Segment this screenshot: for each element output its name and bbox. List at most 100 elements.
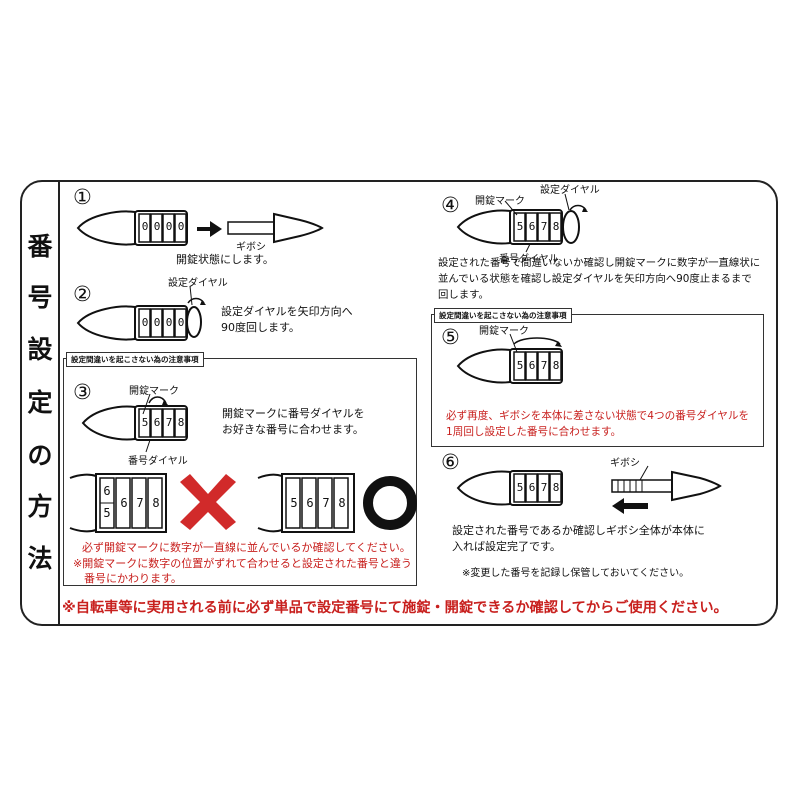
step-4-dial-digits: 5 6 7 8: [514, 220, 562, 233]
dial-digit: 7: [322, 496, 330, 510]
dial-digit: 7: [540, 359, 548, 372]
step-5-number: ⑤: [441, 325, 460, 349]
text-line: 設定された番号であるか確認しギボシ全体が本体に: [452, 524, 705, 537]
dial-digit: 5: [141, 416, 149, 429]
sidebar-title-char: 方: [27, 492, 53, 521]
dial-digit: 8: [552, 359, 560, 372]
wrong-digits: 6 7 8: [116, 496, 164, 510]
text-line: 設定された番号で間違いないか確認し開錠マークに数字が一直線状に: [438, 257, 761, 269]
step-5-note-title: 設定間違いを起こさない為の注意事項: [434, 308, 572, 323]
dial-digit: 0: [165, 220, 173, 233]
instruction-frame: [20, 180, 778, 626]
step-1-text: 開錠状態にします。: [176, 253, 274, 266]
step-4-number: ④: [441, 193, 460, 217]
text-line: お好きな番号に合わせます。: [222, 423, 364, 436]
step-3-number: ③: [73, 380, 92, 404]
text-line: 回します。: [438, 289, 489, 301]
footer-warning: ※自転車等に実用される前に必ず単品で設定番号にて施錠・開錠できるか確認してからご…: [62, 600, 728, 616]
step-2-number: ②: [73, 282, 92, 306]
sidebar-title-char: の: [27, 441, 53, 470]
dial-digit: 0: [165, 316, 173, 329]
step-6-dial-digits: 5 6 7 8: [514, 481, 562, 494]
step-5-note-box: [431, 314, 764, 447]
dial-digit: 0: [177, 220, 185, 233]
dial-digit: 6: [528, 220, 536, 233]
step-6-memo: ※変更した番号を記録し保管しておいてください。: [462, 568, 690, 579]
number-dial-label: 番号ダイヤル: [128, 456, 188, 467]
step-5-dial-digits: 5 6 7 8: [514, 359, 562, 372]
step-3-warning-3: 番号にかわります。: [84, 572, 182, 585]
unlock-mark-label: 開錠マーク: [479, 326, 529, 337]
step-4-text: 設定された番号で間違いないか確認し開錠マークに数字が一直線状に 並んでいる状態を…: [438, 255, 760, 303]
unlock-mark-label: 開錠マーク: [475, 196, 525, 207]
dial-digit: 0: [141, 316, 149, 329]
dial-digit: 8: [177, 416, 185, 429]
sidebar-title-char: 法: [27, 544, 53, 573]
dial-digit: 8: [152, 496, 160, 510]
step-3-note-title: 設定間違いを起こさない為の注意事項: [66, 352, 204, 367]
dial-digit: 5: [516, 481, 524, 494]
dial-digit: 0: [177, 316, 185, 329]
wrong-top-digit: 6: [103, 484, 111, 498]
dial-digit: 8: [552, 220, 560, 233]
setting-dial-label: 設定ダイヤル: [540, 185, 600, 196]
step-6-text: 設定された番号であるか確認しギボシ全体が本体に 入れば設定完了です。: [452, 523, 705, 555]
correct-digits: 5 6 7 8: [286, 496, 350, 510]
dial-digit: 5: [516, 359, 524, 372]
text-line: 開錠マークに番号ダイヤルを: [222, 407, 365, 420]
step-2-dial-digits: 0 0 0 0: [139, 316, 187, 329]
dial-digit: 0: [141, 220, 149, 233]
step-1-dial-digits: 0 0 0 0: [139, 220, 187, 233]
number-dial-label: 番号ダイヤル: [499, 254, 559, 265]
step-2-text: 設定ダイヤルを矢印方向へ 90度回します。: [221, 304, 353, 336]
sidebar-divider: [58, 182, 60, 624]
step-3-note-box: [63, 358, 417, 586]
dial-digit: 8: [552, 481, 560, 494]
wrong-bottom-digit: 5: [103, 506, 111, 520]
sidebar-title-char: 定: [27, 388, 53, 417]
warning-line: 必ず再度、ギボシを本体に差さない状態で4つの番号ダイヤルを: [446, 410, 750, 422]
unlock-mark-label: 開錠マーク: [129, 386, 179, 397]
sidebar-title-char: 号: [27, 283, 53, 312]
step-3-dial-digits: 5 6 7 8: [139, 416, 187, 429]
step-3-warning-1: 必ず開錠マークに数字が一直線に並んでいるか確認してください。: [82, 541, 411, 554]
sidebar-title-char: 番: [27, 232, 53, 261]
dial-digit: 7: [165, 416, 173, 429]
gibosi-label: ギボシ: [610, 458, 640, 469]
dial-digit: 8: [338, 496, 346, 510]
dial-digit: 7: [540, 481, 548, 494]
text-line: 入れば設定完了です。: [452, 540, 561, 553]
dial-digit: 7: [540, 220, 548, 233]
dial-digit: 0: [153, 220, 161, 233]
dial-digit: 6: [528, 359, 536, 372]
step-3-warning-2: ※開錠マークに数字の位置がずれて合わせると設定された番号と違う: [73, 557, 412, 570]
text-line: 設定ダイヤルを矢印方向へ: [221, 305, 353, 318]
step-5-warning: 必ず再度、ギボシを本体に差さない状態で4つの番号ダイヤルを 1周回し設定した番号…: [446, 408, 749, 440]
dial-digit: 7: [136, 496, 144, 510]
dial-digit: 6: [120, 496, 128, 510]
dial-digit: 6: [528, 481, 536, 494]
text-line: 並んでいる状態を確認し設定ダイヤルを矢印方向へ90度止まるまで: [438, 273, 752, 285]
gibosi-label: ギボシ: [236, 242, 266, 253]
setting-dial-label: 設定ダイヤル: [168, 278, 228, 289]
step-6-number: ⑥: [441, 450, 460, 474]
dial-digit: 0: [153, 316, 161, 329]
dial-digit: 5: [516, 220, 524, 233]
dial-digit: 6: [306, 496, 314, 510]
dial-digit: 6: [153, 416, 161, 429]
sidebar-title-char: 設: [27, 335, 53, 364]
step-3-text: 開錠マークに番号ダイヤルを お好きな番号に合わせます。: [222, 406, 365, 438]
step-1-number: ①: [73, 185, 92, 209]
text-line: 90度回します。: [221, 321, 300, 334]
warning-line: 1周回し設定した番号に合わせます。: [446, 426, 622, 438]
dial-digit: 5: [290, 496, 298, 510]
